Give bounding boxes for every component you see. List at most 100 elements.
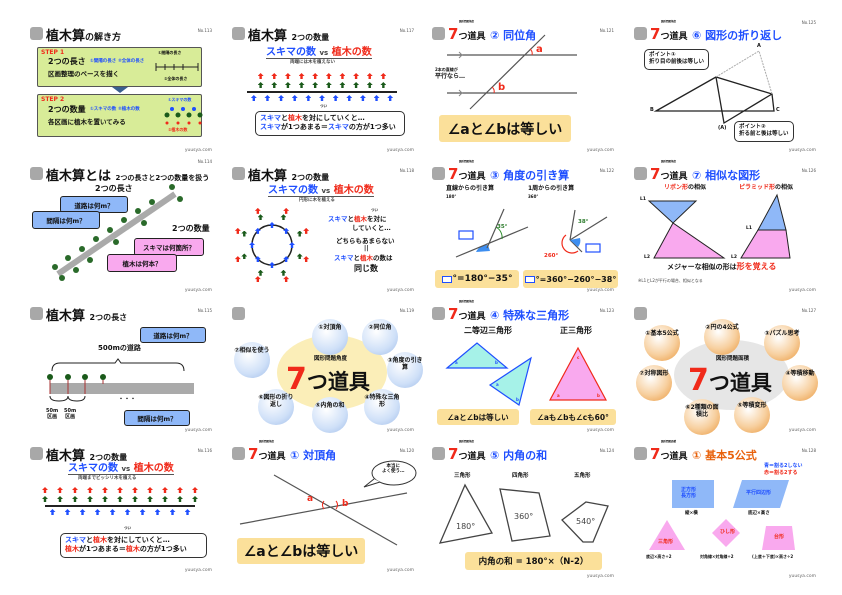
gap-marker [332, 95, 339, 101]
speech-bubble: 本当によく使う… [382, 464, 405, 474]
gap-marker [283, 227, 290, 234]
gap-marker [49, 509, 56, 515]
tree-marker [283, 276, 290, 283]
ruby: つい [320, 104, 327, 108]
angle-label: b [516, 397, 519, 402]
fold-diagram [653, 50, 775, 125]
result-box-2: °=360°−260°−38° [523, 270, 618, 288]
card-title: 7つ道具 ② 同位角 [448, 25, 537, 43]
result-box-1: ∠aと∠bは等しい [437, 409, 519, 425]
gap-marker [387, 95, 394, 101]
angle-label: b [597, 393, 600, 398]
card-title: 7つ道具 ⑤ 内角の和 [448, 445, 548, 463]
vertex-label: (A) [718, 125, 727, 131]
tree-marker [117, 487, 123, 493]
tree-marker [298, 73, 305, 79]
footer: yuusya.com [586, 148, 614, 153]
circle-line2: していくと… [352, 224, 391, 232]
tool-label: ②同位角 [368, 324, 392, 331]
card-angle-subtraction: 7つ道具 ③ 角度の引き算 図形問題角度 No.122 直線からの引き算 180… [432, 160, 620, 295]
angle-diagrams [455, 208, 608, 258]
step2-item: ②植木の数 [118, 107, 140, 112]
hub-title: 7つ道具 [688, 363, 772, 398]
card-interior-angles: 7つ道具 ⑤ 内角の和 図形問題角度 No.124 三角形 四角形 五角形 18… [432, 440, 620, 579]
step1-item: ②全体の長さ [118, 59, 145, 64]
circle-trees [232, 165, 310, 283]
message: メジャーな相似の形は形を覚える [667, 262, 777, 271]
tree-marker [234, 227, 241, 234]
tool-circle: ④特殊な三角形 [364, 389, 400, 425]
card-special-triangles: 7つ道具 ④ 特殊な三角形 図形問題角度 No.123 二等辺三角形 正三角形 … [432, 300, 620, 435]
triangle-diagrams [445, 342, 608, 406]
note: 両端には木を植えない [290, 60, 335, 65]
tree-row [42, 485, 198, 525]
polygons [438, 483, 609, 544]
footer: yuusya.com [184, 288, 212, 293]
footer: yuusya.com [586, 574, 614, 579]
step1-item: ①間隔の長さ [90, 59, 117, 64]
gap-marker [124, 509, 131, 515]
card-number: No.124 [599, 448, 614, 453]
tool-caption: 図形問題角度 [459, 160, 475, 163]
triangle-label: 三角形 [658, 539, 674, 545]
gap-marker [169, 509, 176, 515]
tree-marker [132, 496, 138, 502]
tool-circle: ②同位角 [362, 319, 398, 355]
shape-label: 三角形 [454, 473, 471, 479]
gap-marker [139, 509, 146, 515]
angle-a-label: a [536, 44, 543, 55]
card-number: No.117 [399, 28, 414, 33]
card-icon [634, 307, 647, 320]
card-number: No.128 [801, 448, 816, 453]
angle-a-label: a [307, 494, 314, 504]
tree-marker [303, 227, 310, 234]
equals-mark: || [364, 245, 369, 252]
parallelogram-label: 平行四辺形 [746, 490, 772, 496]
trapezoid-label: 台形 [774, 534, 785, 540]
formula: 底辺×高さ÷2 [646, 554, 672, 559]
tool-label: ⑦相似を使う [234, 347, 270, 354]
gap-marker [264, 95, 271, 101]
tool-label: ⑤内角の和 [315, 402, 345, 409]
card-number: No.126 [801, 168, 816, 173]
gap-marker [289, 242, 295, 248]
card-similar-figures: 7つ道具 ⑦ 相似な図形 図形問題角度 No.126 リボン形の相似 ピラミッド… [634, 160, 822, 295]
footer: yuusya.com [788, 428, 816, 433]
card-title: 7つ道具 ⑥ 図形の折り返し [650, 25, 783, 43]
tool-label: ⑥2種類の面積比 [685, 404, 719, 418]
footer: yuusya.com [586, 428, 614, 433]
tree-marker [147, 496, 153, 502]
square-label: 正方形長方形 [681, 487, 697, 499]
tree-marker [257, 73, 264, 79]
tree-diagram [164, 107, 203, 125]
card-number: No.115 [197, 308, 212, 313]
tool-caption: 図形問題面積 [661, 440, 677, 443]
question-road: 道路は何m？ [140, 327, 206, 343]
tree-marker [353, 73, 360, 79]
footer: yuusya.com [386, 288, 414, 293]
footer: yuusya.com [386, 428, 414, 433]
tree-marker [296, 253, 303, 260]
footer: yuusya.com [586, 288, 614, 293]
angle-260: 260° [544, 253, 559, 259]
tree-marker [162, 487, 168, 493]
gap-marker [373, 95, 380, 101]
tree-marker [177, 487, 183, 493]
card-title: 7つ道具 ③ 角度の引き算 [448, 165, 570, 183]
step1-box: STEP 1 2つの長さ ①間隔の長さ ②全体の長さ 区画整理のベースを描く ①… [37, 47, 202, 87]
tool-label: ③パズル思考 [764, 330, 800, 337]
step2-label: STEP 2 [41, 96, 65, 103]
tree-marker [87, 496, 93, 502]
gap-marker [94, 509, 101, 515]
isosceles-heading: 二等辺三角形 [464, 326, 512, 335]
card-ueki-circle: 植木算 2つの数量 No.118 スキマの数 vs 植木の数 円形に木を植える … [232, 165, 420, 295]
vs-heading: スキマの数 vs 植木の数 [268, 185, 374, 197]
footer: yuusya.com [184, 568, 212, 573]
card-number: No.127 [801, 308, 816, 313]
note: 平行なら… [435, 73, 466, 80]
legend-blue: 青＝割る2しない [764, 463, 803, 469]
card-title: 7つ道具 ⑦ 相似な図形 [650, 165, 761, 183]
card-icon [232, 167, 245, 180]
card-icon [232, 307, 245, 320]
